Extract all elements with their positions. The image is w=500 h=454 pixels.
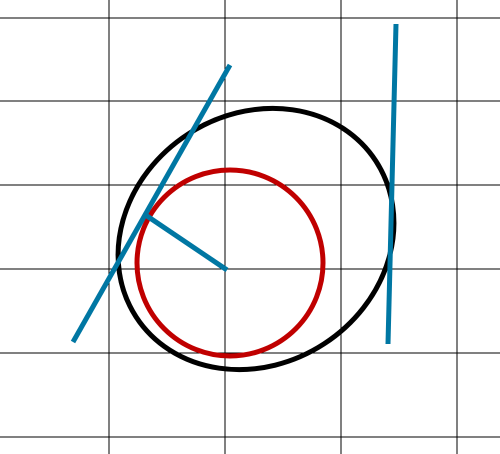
radius-segment [145, 213, 229, 273]
ellipse [115, 105, 397, 373]
tangent-line-left [70, 63, 233, 344]
tangent-line-right [385, 23, 399, 345]
circle [134, 167, 326, 359]
